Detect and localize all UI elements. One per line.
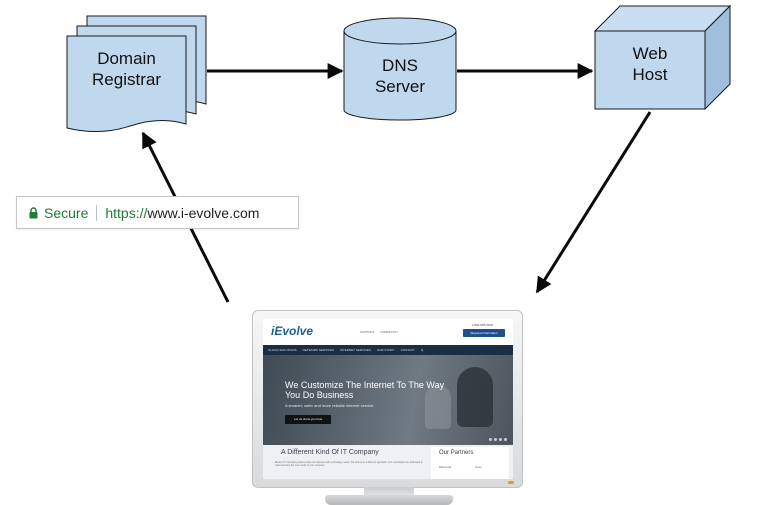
section-title: A Different Kind Of IT Company: [281, 449, 379, 456]
hero-button[interactable]: Let us show you how: [285, 415, 331, 424]
hero-title: We Customize The Internet To The Way You…: [285, 380, 445, 400]
partner-logo: Microsoft: [439, 465, 452, 469]
secure-label: Secure: [44, 204, 89, 221]
website-nav: CLOUD SOLUTIONS NETWORK SERVICES INTERNE…: [263, 345, 513, 355]
computer-monitor: iEvolve SUPPORT COMMUNITY 1-800-555-0100…: [252, 310, 523, 488]
nav-search-icon[interactable]: Q: [420, 348, 424, 352]
nav-item[interactable]: CLOUD SOLUTIONS: [268, 348, 297, 352]
header-link-support[interactable]: SUPPORT: [360, 330, 375, 334]
request-info-button[interactable]: Request Information: [463, 329, 505, 337]
hero-image-person: [425, 385, 451, 429]
nav-item[interactable]: NETWORK SERVICES: [302, 348, 334, 352]
dns-server-node: [343, 17, 457, 121]
carousel-dots[interactable]: [489, 438, 507, 441]
web-host-label-line2: Host: [632, 65, 668, 84]
nav-item[interactable]: CONTACT: [400, 348, 415, 352]
url-domain: www.i-evolve.com: [147, 204, 260, 221]
power-led: [508, 481, 514, 484]
domain-registrar-label: Domain Registrar: [67, 48, 186, 90]
website-body: A Different Kind Of IT Company iEvolve I…: [263, 445, 513, 479]
domain-registrar-label-line1: Domain: [97, 49, 156, 68]
website-hero: We Customize The Internet To The Way You…: [263, 355, 513, 445]
monitor-base: [325, 495, 453, 505]
web-host-label: Web Host: [595, 43, 705, 85]
domain-registrar-label-line2: Registrar: [92, 70, 161, 89]
domain-registrar-node: [66, 15, 207, 133]
nav-item[interactable]: OUR STORY: [376, 348, 395, 352]
dns-server-label: DNS Server: [344, 55, 456, 97]
monitor-neck: [364, 487, 414, 496]
url-scheme: https://: [105, 204, 148, 221]
arrow-webhost-to-computer: [535, 111, 652, 294]
hero-image-person: [457, 367, 493, 427]
monitor-screen: iEvolve SUPPORT COMMUNITY 1-800-555-0100…: [263, 319, 513, 479]
header-link-community[interactable]: COMMUNITY: [380, 330, 399, 334]
address-divider: [96, 204, 98, 221]
header-phone: 1-800-555-0100: [471, 323, 493, 327]
partner-logo: cisco: [475, 465, 482, 469]
web-host-node: [593, 4, 732, 111]
web-host-label-line1: Web: [632, 44, 668, 63]
website-header: iEvolve SUPPORT COMMUNITY 1-800-555-0100…: [263, 319, 513, 345]
website-logo[interactable]: iEvolve: [271, 324, 314, 338]
browser-address-bar[interactable]: Secure https:// www.i-evolve.com: [16, 196, 299, 229]
dns-server-label-line1: DNS: [382, 56, 418, 75]
section-text: iEvolve IT Consulting helps people do bu…: [275, 461, 423, 467]
nav-item[interactable]: INTERNET SERVICES: [339, 348, 371, 352]
lock-icon: [29, 206, 38, 218]
dns-server-label-line2: Server: [374, 77, 426, 96]
partners-panel: Our Partners Microsoft cisco: [431, 447, 509, 479]
hero-subtitle: A smarter, safer and more reliable inter…: [285, 403, 375, 408]
partners-title: Our Partners: [439, 450, 474, 456]
